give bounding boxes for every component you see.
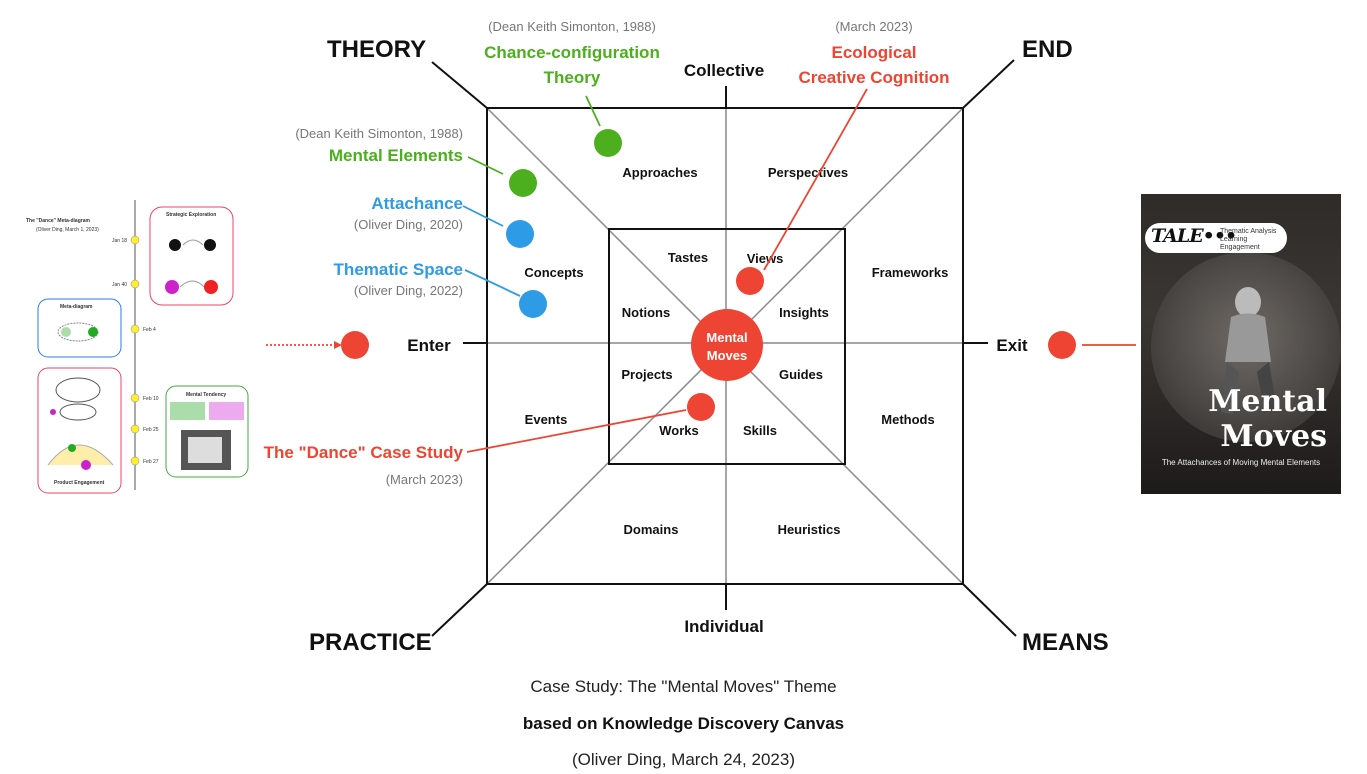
center-label-line2: Moves [707, 348, 747, 363]
cell-heuristics: Heuristics [778, 522, 841, 537]
thumb-tendency: Mental Tendency [186, 392, 226, 398]
caption-line-2: based on Knowledge Discovery Canvas [522, 714, 845, 733]
cell-projects: Projects [621, 367, 672, 382]
attachance-dot [506, 220, 534, 248]
thumb-date-4: Feb 10 [143, 396, 159, 402]
center-circle [691, 309, 763, 381]
cell-domains: Domains [624, 522, 679, 537]
annotation-connectors [266, 88, 1136, 453]
book-title-2: Moves [1220, 419, 1327, 454]
attachance-label: Attachance [371, 194, 463, 213]
corner-lines [431, 59, 1017, 637]
ecological-title-2: Creative Cognition [798, 68, 949, 87]
thumb-engagement: Product Engagement [54, 480, 105, 486]
book-logo: TALE••• [1151, 225, 1237, 247]
cell-notions: Notions [622, 305, 670, 320]
dance-case-dot [687, 393, 715, 421]
mental-elements-ref: (Dean Keith Simonton, 1988) [295, 126, 463, 141]
axis-caps [463, 86, 988, 610]
thumb-subtitle: (Oliver Ding, March 1, 2023) [36, 227, 99, 233]
thumb-date-3: Feb 4 [143, 327, 156, 333]
attachance-ref: (Oliver Ding, 2020) [354, 217, 463, 232]
cell-methods: Methods [881, 412, 934, 427]
book-title-1: Mental [1208, 384, 1327, 419]
caption-line-3: (Oliver Ding, March 24, 2023) [572, 750, 795, 769]
center-label-line1: Mental [706, 330, 747, 345]
thumb-date-2: Jan 40 [112, 282, 127, 288]
mental-elements-dot [509, 169, 537, 197]
corner-end: END [1022, 36, 1073, 63]
cell-guides: Guides [779, 367, 823, 382]
thumb-strategic: Strategic Exploration [166, 212, 216, 218]
thematic-space-label: Thematic Space [334, 260, 463, 279]
thumb-title: The "Dance" Meta-diagram [26, 218, 90, 224]
ecological-dot [736, 267, 764, 295]
thematic-space-dot [519, 290, 547, 318]
cell-approaches: Approaches [622, 165, 697, 180]
thumb-date-5: Feb 25 [143, 427, 159, 433]
axis-individual: Individual [684, 617, 763, 636]
ecological-ref: (March 2023) [835, 19, 912, 34]
cell-skills: Skills [743, 423, 777, 438]
enter-dot [341, 331, 369, 359]
axis-collective: Collective [684, 61, 764, 80]
cell-concepts: Concepts [524, 265, 583, 280]
dance-case-label: The "Dance" Case Study [264, 443, 464, 462]
cell-tastes: Tastes [668, 250, 708, 265]
corner-means: MEANS [1022, 629, 1109, 656]
cell-works: Works [659, 423, 699, 438]
thumb-date-6: Feb 27 [143, 459, 159, 465]
mental-elements-label: Mental Elements [329, 146, 463, 165]
thumb-meta: Meta-diagram [60, 304, 93, 310]
dance-meta-diagram-thumbnail: The "Dance" Meta-diagram (Oliver Ding, M… [18, 150, 256, 500]
outer-square [486, 107, 964, 585]
corner-theory: THEORY [327, 36, 426, 63]
chance-config-dot [594, 129, 622, 157]
book-subtitle: The Attachances of Moving Mental Element… [1161, 458, 1321, 467]
cell-views: Views [747, 251, 784, 266]
cell-frameworks: Frameworks [872, 265, 949, 280]
ecological-title-1: Ecological [831, 43, 916, 62]
chance-title-1: Chance-configuration [484, 43, 660, 62]
book-tagline: Thematic Analysis Learning Engagement [1220, 228, 1277, 251]
cell-events: Events [525, 412, 568, 427]
chance-ref: (Dean Keith Simonton, 1988) [488, 19, 656, 34]
cell-insights: Insights [779, 305, 829, 320]
cell-perspectives: Perspectives [768, 165, 848, 180]
meta-diagram-drawing: The "Dance" Meta-diagram (Oliver Ding, M… [26, 200, 249, 494]
inner-square [608, 228, 846, 465]
chance-title-2: Theory [544, 68, 601, 87]
thumb-date-1: Jan 18 [112, 238, 127, 244]
caption-line-1: Case Study: The "Mental Moves" Theme [530, 677, 837, 696]
dance-case-ref: (March 2023) [386, 472, 463, 487]
exit-dot [1048, 331, 1076, 359]
book-cover-figure [1221, 287, 1277, 414]
axis-enter: Enter [407, 336, 451, 355]
thematic-space-ref: (Oliver Ding, 2022) [354, 283, 463, 298]
corner-practice: PRACTICE [309, 629, 432, 656]
book-badge [1145, 223, 1287, 253]
axis-exit: Exit [996, 336, 1028, 355]
mental-moves-book-cover: TALE••• Thematic Analysis Learning Engag… [1141, 194, 1341, 494]
